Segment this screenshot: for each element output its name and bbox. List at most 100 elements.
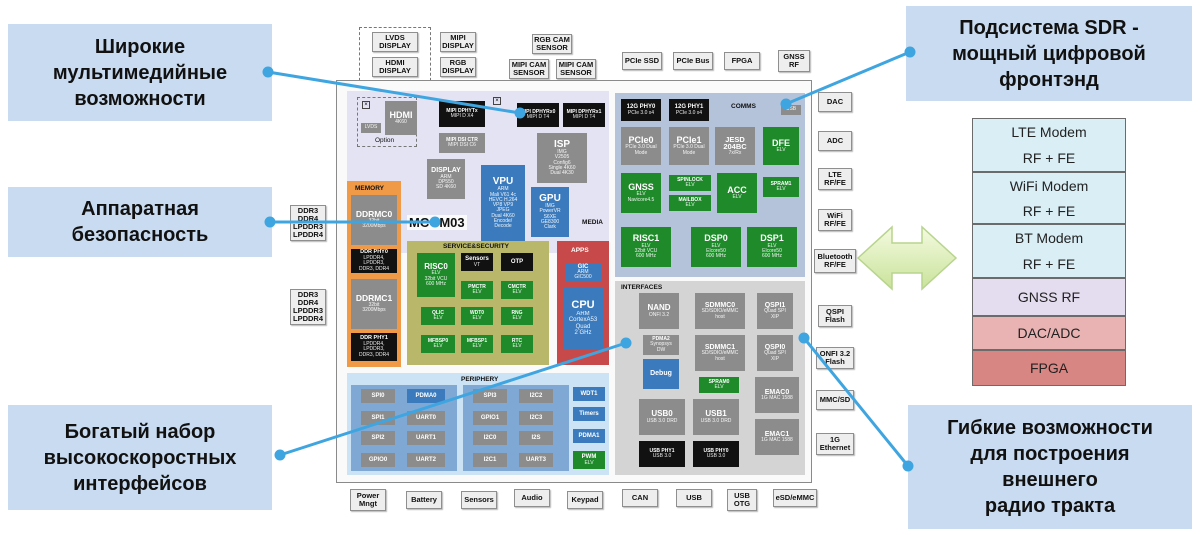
pin-esd-emmc: eSD/eMMC xyxy=(773,489,817,507)
pin-keypad: Keypad xyxy=(567,491,603,509)
pin-qspi-flash: QSPI Flash xyxy=(818,305,852,327)
stack-dac-adc: DAC/ADC xyxy=(972,316,1126,350)
media-title: MEDIA xyxy=(582,219,603,226)
i2c0-block: I2C0 xyxy=(473,431,507,445)
connector-interfaces-dot-b xyxy=(620,337,632,349)
stack-fpga-line1: FPGA xyxy=(1029,360,1069,376)
pin-lte-rf-fe: LTE RF/FE xyxy=(818,168,852,190)
comms-title: COMMS xyxy=(731,103,756,110)
connector-rf-dot-b xyxy=(798,332,810,344)
stack-wifi-modem: WiFi Modem RF + FE xyxy=(972,172,1126,224)
pin-power-mngt: Power Mngt xyxy=(350,489,386,511)
memory-title: MEMORY xyxy=(355,185,385,192)
pin-dac: DAC xyxy=(818,92,852,112)
connector-rf xyxy=(802,337,910,467)
pin-rgb-display: RGB DISPLAY xyxy=(440,57,476,77)
debug-block: Debug xyxy=(643,359,679,389)
pin-1g-ethernet: 1G Ethernet xyxy=(816,433,854,455)
connector-rf-dot-a xyxy=(902,460,914,472)
pin-can: CAN xyxy=(622,489,658,507)
double-arrow xyxy=(856,225,958,291)
pin-lvds-display: LVDS DISPLAY xyxy=(372,32,418,52)
pin-usb: USB xyxy=(676,489,712,507)
connector-multimedia-dot-b xyxy=(514,107,526,119)
stack-gnss-rf: GNSS RF xyxy=(972,278,1126,316)
spi0-block: SPI0 xyxy=(361,389,395,403)
pin-audio: Audio xyxy=(514,489,550,507)
connector-multimedia-dot-a xyxy=(262,66,274,78)
callout-security: Аппаратная безопасность xyxy=(8,187,272,257)
connector-security-dot-b xyxy=(429,216,441,228)
uart1-block: UART1 xyxy=(407,431,445,445)
pin-fpga: FPGA xyxy=(724,52,760,70)
pin-mipi-cam-sensor-0: MIPI CAM SENSOR xyxy=(509,59,549,79)
connector-interfaces xyxy=(279,341,627,457)
uart2-block: UART2 xyxy=(407,453,445,467)
connector-sdr-dot-a xyxy=(904,46,916,58)
pin-adc: ADC xyxy=(818,131,852,151)
stack-lte-line2: RF + FE xyxy=(1022,150,1076,166)
apps-title: APPS xyxy=(571,247,589,254)
i2c2-block: I2C2 xyxy=(519,389,553,403)
otp-block: OTP xyxy=(501,253,533,271)
connector-security-dot-a xyxy=(264,216,276,228)
pin-battery: Battery xyxy=(406,491,442,509)
pdma0-block: PDMA0 xyxy=(407,389,445,403)
stack-lte-line1: LTE Modem xyxy=(1011,124,1087,140)
callout-rf: Гибкие возможности для построения внешне… xyxy=(908,405,1192,529)
i2c3-block: I2C3 xyxy=(519,411,553,425)
gpio0-block: GPIO0 xyxy=(361,453,395,467)
pin-hdmi-display: HDMI DISPLAY xyxy=(372,57,418,77)
spi2-block: SPI2 xyxy=(361,431,395,445)
pin-sensors: Sensors xyxy=(461,491,497,509)
pin-pcie-bus: PCIe Bus xyxy=(673,52,713,70)
wdt1-block: WDT1 xyxy=(573,387,605,401)
connector-multimedia xyxy=(267,70,521,115)
spi3-block: SPI3 xyxy=(473,389,507,403)
security-title: SERVICE&SECURITY xyxy=(443,243,509,250)
callout-interfaces: Богатый набор высокоскоростных интерфейс… xyxy=(8,405,272,510)
stack-bt-line1: BT Modem xyxy=(1014,230,1084,246)
memory-region: MEMORY DDRMC032bit 3200Mbps DDR PHY0LPDD… xyxy=(347,181,401,367)
pdma1-block: PDMA1 xyxy=(573,429,605,443)
pin-wifi-rf-fe: WiFi RF/FE xyxy=(818,209,852,231)
pin-mipi-display: MIPI DISPLAY xyxy=(440,32,476,52)
stack-bt-modem: BT Modem RF + FE xyxy=(972,224,1126,278)
